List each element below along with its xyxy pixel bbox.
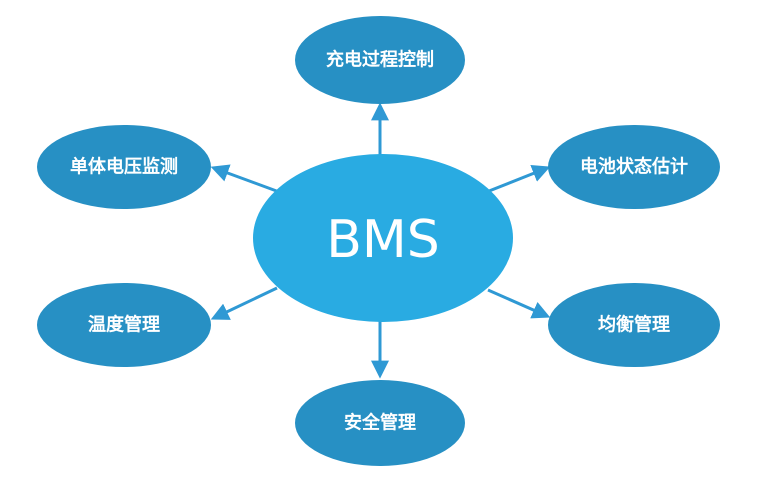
node-ellipse xyxy=(295,16,465,104)
node-balancing: 均衡管理 xyxy=(548,283,720,367)
node-ellipse xyxy=(295,380,465,466)
node-label: 均衡管理 xyxy=(598,314,670,336)
arrow-to-soc-estimation xyxy=(483,164,551,195)
arrow-to-balancing xyxy=(487,288,551,319)
connectors xyxy=(210,102,551,379)
center-node: BMS xyxy=(253,154,513,322)
node-ellipse xyxy=(548,125,720,209)
node-soc-estimation: 电池状态估计 xyxy=(548,125,720,209)
arrow-to-thermal xyxy=(210,286,278,320)
arrow-to-cell-voltage xyxy=(210,164,283,195)
center-ellipse xyxy=(253,154,513,322)
node-label: 温度管理 xyxy=(88,314,160,336)
node-charge-control: 充电过程控制 xyxy=(295,16,465,104)
node-ellipse xyxy=(37,283,211,367)
node-safety: 安全管理 xyxy=(295,380,465,466)
node-cell-voltage: 单体电压监测 xyxy=(37,125,211,209)
node-label: 充电过程控制 xyxy=(326,49,434,71)
node-ellipse xyxy=(548,283,720,367)
node-label: 单体电压监测 xyxy=(70,156,178,178)
node-thermal: 温度管理 xyxy=(37,283,211,367)
node-label: 安全管理 xyxy=(344,412,416,434)
node-label: 电池状态估计 xyxy=(580,156,688,178)
center-label: BMS xyxy=(326,210,440,270)
node-ellipse xyxy=(37,125,211,209)
